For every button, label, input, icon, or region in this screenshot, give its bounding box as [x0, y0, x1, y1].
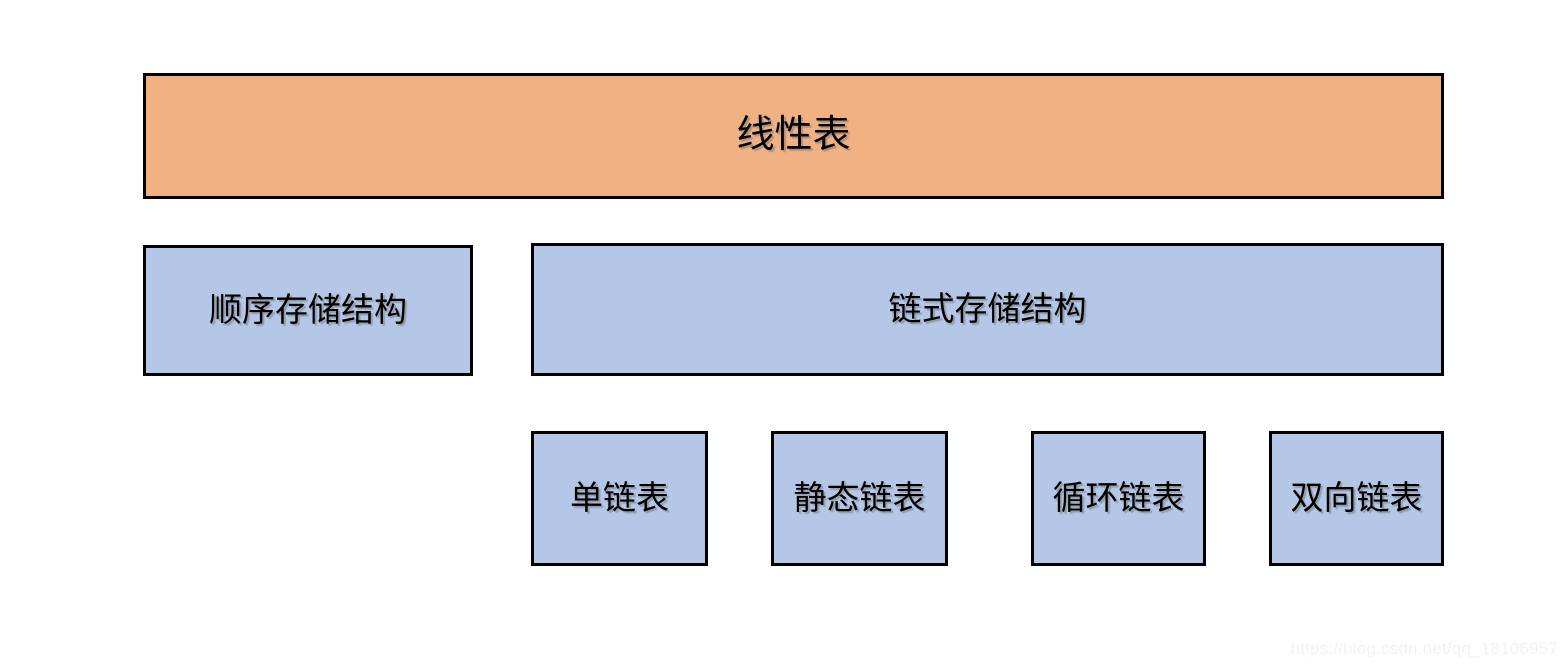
node-static-linked-list-label: 静态链表: [793, 479, 926, 517]
node-linear-list[interactable]: 线性表: [143, 73, 1444, 199]
node-static-linked-list[interactable]: 静态链表: [771, 431, 948, 566]
node-circular-linked-list-label: 循环链表: [1052, 479, 1185, 517]
node-doubly-linked-list-label: 双向链表: [1290, 479, 1423, 517]
node-sequential-storage-structure-label: 顺序存储结构: [209, 291, 407, 329]
node-linked-storage-structure-label: 链式存储结构: [888, 290, 1087, 328]
node-sequential-storage-structure[interactable]: 顺序存储结构: [143, 245, 473, 376]
node-linear-list-label: 线性表: [736, 114, 851, 157]
node-singly-linked-list[interactable]: 单链表: [531, 431, 708, 566]
node-doubly-linked-list[interactable]: 双向链表: [1269, 431, 1444, 566]
node-circular-linked-list[interactable]: 循环链表: [1031, 431, 1206, 566]
watermark-text: https://blog.csdn.net/qq_18106957: [1290, 639, 1558, 658]
node-linked-storage-structure[interactable]: 链式存储结构: [531, 243, 1444, 376]
node-singly-linked-list-label: 单链表: [570, 479, 669, 517]
